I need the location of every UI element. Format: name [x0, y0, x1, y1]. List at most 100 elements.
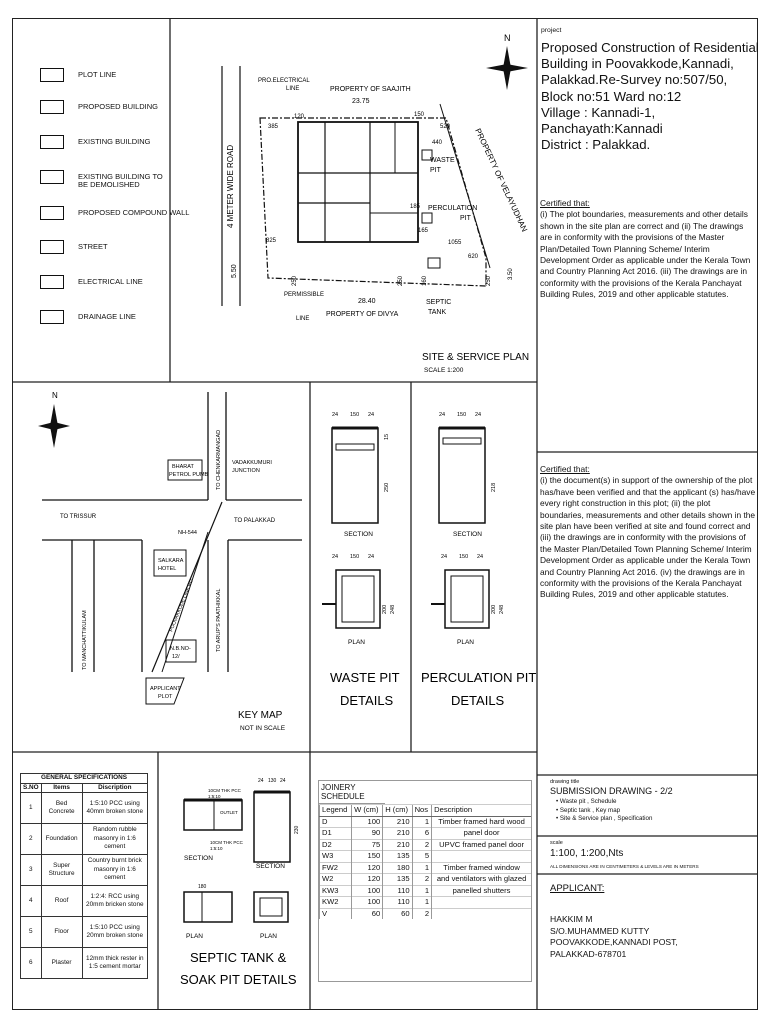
- north-arrow-icon: N: [486, 33, 528, 90]
- scale-label: scale: [550, 840, 563, 846]
- svg-text:HOTEL: HOTEL: [158, 566, 176, 572]
- svg-text:24: 24: [368, 412, 374, 418]
- svg-text:150: 150: [350, 412, 359, 418]
- svg-text:PERMISSIBLE: PERMISSIBLE: [284, 292, 324, 298]
- svg-text:TO TRISSUR: TO TRISSUR: [60, 514, 97, 520]
- scale-value: 1:100, 1:200,Nts: [550, 848, 624, 859]
- certificate-ownership: Certified that: (i) the document(s) in s…: [540, 464, 756, 600]
- joinery-schedule: JOINERY SCHEDULE Legend W (cm) H (cm) No…: [318, 780, 532, 982]
- svg-text:24: 24: [332, 554, 338, 560]
- key-map: N BHARAT PETROL PUMB VADAKKUMURI JUNCTIO…: [38, 391, 302, 732]
- svg-text:24: 24: [280, 778, 286, 784]
- svg-text:385: 385: [268, 124, 279, 130]
- svg-text:N.B.NO-: N.B.NO-: [170, 646, 191, 652]
- svg-text:120: 120: [294, 114, 305, 120]
- svg-text:TO ARUP'S PAATHIKKAL: TO ARUP'S PAATHIKKAL: [216, 589, 222, 652]
- drawing-sheet: [12, 18, 758, 1010]
- svg-text:DETAILS: DETAILS: [451, 693, 505, 708]
- svg-text:165: 165: [418, 228, 429, 234]
- svg-text:SCALE 1:200: SCALE 1:200: [424, 367, 464, 374]
- svg-text:825: 825: [266, 238, 277, 244]
- dimensions-note: ALL DIMENSIONS ARE IN CENTIMETERS & LEVE…: [550, 864, 699, 869]
- svg-text:WASTE: WASTE: [430, 157, 455, 164]
- svg-text:OUTLET: OUTLET: [220, 810, 238, 815]
- svg-text:250: 250: [292, 275, 298, 286]
- svg-text:SECTION: SECTION: [453, 531, 482, 538]
- site-plan: N 4 METER WIDE ROAD 5.50 PROPERTY OF VEL…: [221, 33, 529, 374]
- svg-text:150: 150: [350, 554, 359, 560]
- svg-text:N: N: [504, 33, 511, 43]
- svg-text:160: 160: [422, 275, 428, 286]
- svg-text:LINE: LINE: [286, 86, 299, 92]
- svg-text:520: 520: [440, 124, 451, 130]
- svg-text:JUNCTION: JUNCTION: [232, 468, 260, 474]
- svg-text:24: 24: [477, 554, 483, 560]
- septic-tank-details: 10CM THK PCC 1:5:10 OUTLET 10CM THK PCC …: [180, 778, 300, 987]
- svg-text:TANK: TANK: [428, 309, 446, 316]
- svg-text:PIT: PIT: [430, 167, 442, 174]
- svg-text:PIT: PIT: [460, 215, 472, 222]
- svg-text:TO MANCHATTIKULAM: TO MANCHATTIKULAM: [82, 610, 88, 670]
- svg-text:200: 200: [382, 605, 388, 614]
- svg-text:TO PALAKKAD: TO PALAKKAD: [234, 518, 276, 524]
- svg-text:1:5:10: 1:5:10: [208, 794, 221, 799]
- svg-text:PROPERTY OF SAAJITH: PROPERTY OF SAAJITH: [330, 86, 411, 93]
- svg-text:LINE: LINE: [296, 316, 309, 322]
- svg-text:SITE & SERVICE PLAN: SITE & SERVICE PLAN: [422, 352, 529, 363]
- svg-text:12/: 12/: [172, 654, 180, 660]
- svg-text:VADAKKUMURI: VADAKKUMURI: [232, 460, 272, 466]
- svg-text:440: 440: [432, 140, 443, 146]
- svg-text:130: 130: [268, 778, 277, 784]
- svg-text:POOVAKKODE LINK RD: POOVAKKODE LINK RD: [168, 578, 195, 633]
- drawing-title-label: drawing title: [550, 779, 580, 785]
- svg-text:180: 180: [198, 884, 207, 890]
- svg-text:150: 150: [457, 412, 466, 418]
- svg-text:150: 150: [414, 112, 425, 118]
- north-arrow-icon: N: [38, 391, 70, 448]
- svg-text:PRO.ELECTRICAL: PRO.ELECTRICAL: [258, 78, 310, 84]
- svg-text:PROPERTY OF DIVYA: PROPERTY OF DIVYA: [326, 311, 399, 318]
- applicant-address: HAKKIM M S/O.MUHAMMED KUTTY POOVAKKODE,K…: [550, 914, 678, 959]
- svg-text:PERCULATION PIT: PERCULATION PIT: [421, 670, 536, 685]
- svg-text:SECTION: SECTION: [344, 531, 373, 538]
- svg-text:PLAN: PLAN: [348, 639, 365, 646]
- svg-text:SALKARA: SALKARA: [158, 558, 184, 564]
- project-description: Proposed Construction of Residential Bui…: [541, 40, 759, 153]
- svg-text:SECTION: SECTION: [256, 863, 285, 870]
- percolation-pit-details: 24 150 24 218 SECTION 24 150 24 200 248 …: [421, 412, 536, 708]
- svg-text:NOT IN SCALE: NOT IN SCALE: [240, 725, 286, 732]
- svg-text:PLAN: PLAN: [186, 933, 203, 940]
- svg-text:150: 150: [459, 554, 468, 560]
- svg-text:24: 24: [332, 412, 338, 418]
- svg-text:SEPTIC: SEPTIC: [426, 299, 451, 306]
- svg-text:185: 185: [410, 204, 421, 210]
- svg-text:15: 15: [384, 434, 390, 440]
- svg-text:28.40: 28.40: [358, 298, 376, 305]
- svg-text:250: 250: [486, 275, 492, 286]
- svg-text:24: 24: [439, 412, 445, 418]
- svg-text:KEY MAP: KEY MAP: [238, 710, 283, 721]
- svg-text:230: 230: [294, 825, 300, 834]
- applicant-label: APPLICANT:: [550, 883, 605, 894]
- svg-text:1:5:10: 1:5:10: [210, 846, 223, 851]
- svg-text:PERCULATION: PERCULATION: [428, 205, 477, 212]
- drawing-title: SUBMISSION DRAWING - 2/2: [550, 786, 673, 796]
- svg-text:PLAN: PLAN: [457, 639, 474, 646]
- svg-text:PLAN: PLAN: [260, 933, 277, 940]
- svg-text:24: 24: [441, 554, 447, 560]
- svg-text:WASTE PIT: WASTE PIT: [330, 670, 400, 685]
- svg-text:4 METER WIDE ROAD: 4 METER WIDE ROAD: [226, 145, 235, 228]
- svg-text:24: 24: [258, 778, 264, 784]
- svg-text:248: 248: [390, 605, 396, 614]
- svg-text:SEPTIC TANK &: SEPTIC TANK &: [190, 950, 287, 965]
- svg-text:SOAK PIT DETAILS: SOAK PIT DETAILS: [180, 972, 297, 987]
- waste-pit-details: 24 150 24 250 15 SECTION 24 150 24 200 2…: [322, 412, 400, 708]
- svg-text:N: N: [52, 391, 58, 400]
- svg-text:5.50: 5.50: [231, 264, 238, 278]
- svg-text:NH-544: NH-544: [178, 530, 197, 536]
- svg-text:APPLICANT: APPLICANT: [150, 686, 181, 692]
- svg-text:SECTION: SECTION: [184, 855, 213, 862]
- svg-text:PLOT: PLOT: [158, 694, 173, 700]
